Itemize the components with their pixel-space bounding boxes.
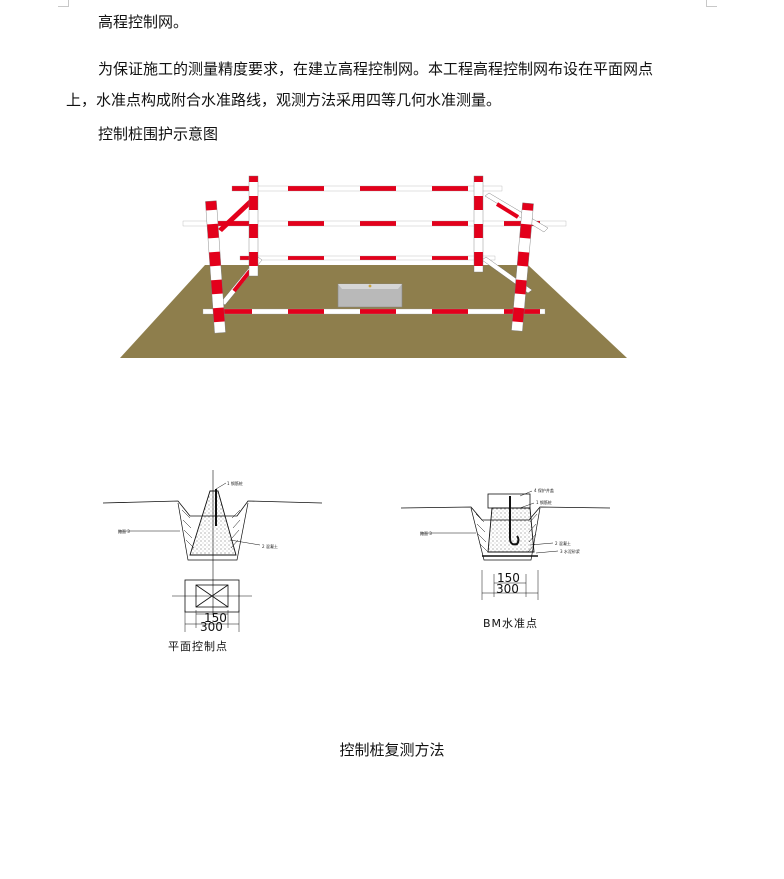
drawing-right-notes: 4 保护井盖 1 钢筋桩 2 混凝土 3 水泥砂浆 路面 3 — [420, 487, 580, 554]
svg-text:2 混凝土: 2 混凝土 — [262, 543, 278, 549]
paragraph-heading: 高程控制网。 — [98, 13, 189, 31]
crop-mark-top-right — [706, 0, 717, 7]
benchmark-block — [337, 283, 403, 308]
fence-illustration — [120, 175, 627, 358]
section-caption: 控制桩复测方法 — [339, 741, 445, 759]
drawing-plane-control-point — [102, 470, 323, 632]
rail-side-left-upper — [218, 196, 257, 232]
svg-text:2 混凝土: 2 混凝土 — [555, 540, 571, 546]
right-dim-outer: 300 — [496, 582, 519, 596]
svg-text:路面 3: 路面 3 — [420, 530, 432, 536]
pole-back-right — [473, 175, 484, 273]
paragraph-body-line-1: 为保证施工的测量精度要求，在建立高程控制网。本工程高程控制网布设在平面网点 — [98, 60, 654, 78]
paragraph-body-line-2: 上，水准点构成附合水准路线，观测方法采用四等几何水准测量。 — [66, 91, 502, 109]
figure-title: 控制桩围护示意图 — [98, 125, 219, 143]
svg-text:路面 3: 路面 3 — [118, 528, 130, 534]
crop-mark-top-left — [58, 0, 69, 7]
svg-text:3 水泥砂浆: 3 水泥砂浆 — [560, 548, 580, 554]
left-dim-outer: 300 — [200, 620, 223, 634]
pole-front-right — [511, 202, 534, 332]
svg-text:1 钢筋桩: 1 钢筋桩 — [227, 480, 243, 486]
left-dim-inner: 150 — [204, 611, 227, 625]
drawing-bm-benchmark — [400, 490, 611, 600]
right-dim-inner: 150 — [497, 571, 520, 585]
pole-front-left — [205, 200, 226, 334]
svg-text:1 钢筋桩: 1 钢筋桩 — [536, 499, 552, 505]
rail-back-top — [231, 185, 503, 192]
right-drawing-label: BM水准点 — [483, 617, 538, 630]
rail-middle — [182, 220, 567, 227]
pole-back-left — [248, 175, 259, 277]
svg-text:4 保护井盖: 4 保护井盖 — [534, 487, 554, 493]
drawing-left-notes: 1 钢筋桩 2 混凝土 路面 3 — [118, 480, 278, 549]
left-drawing-label: 平面控制点 — [168, 639, 228, 653]
rail-back-low — [239, 255, 496, 261]
rail-front — [202, 308, 546, 315]
